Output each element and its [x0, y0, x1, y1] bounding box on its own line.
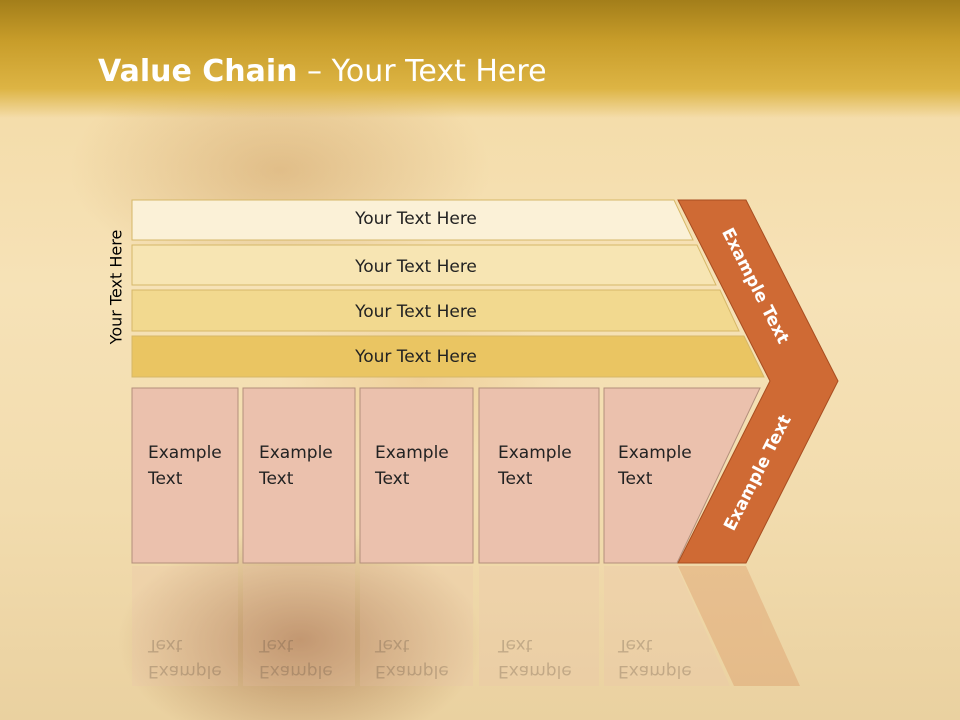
support-bar-label-2: Your Text Here [355, 257, 477, 277]
reflection [132, 566, 800, 686]
primary-box-2 [242, 387, 356, 564]
title-band [0, 0, 960, 118]
support-bar-2 [131, 244, 717, 286]
support-bar-label-4: Your Text Here [355, 347, 477, 367]
support-bar-label-1: Your Text Here [355, 209, 477, 229]
support-bar-label-3: Your Text Here [355, 302, 477, 322]
primary-box-4 [478, 387, 600, 564]
title-bold: Value Chain [98, 54, 298, 89]
margin-chevron [677, 199, 839, 564]
primary-box-5 [603, 387, 761, 564]
support-bar-4 [131, 335, 765, 378]
title-rest: – Your Text Here [297, 54, 547, 89]
primary-box-1 [131, 387, 239, 564]
support-bar-1 [131, 199, 694, 241]
support-bar-3 [131, 289, 740, 332]
slide-title: Value Chain – Your Text Here [98, 54, 547, 89]
primary-box-3 [359, 387, 474, 564]
